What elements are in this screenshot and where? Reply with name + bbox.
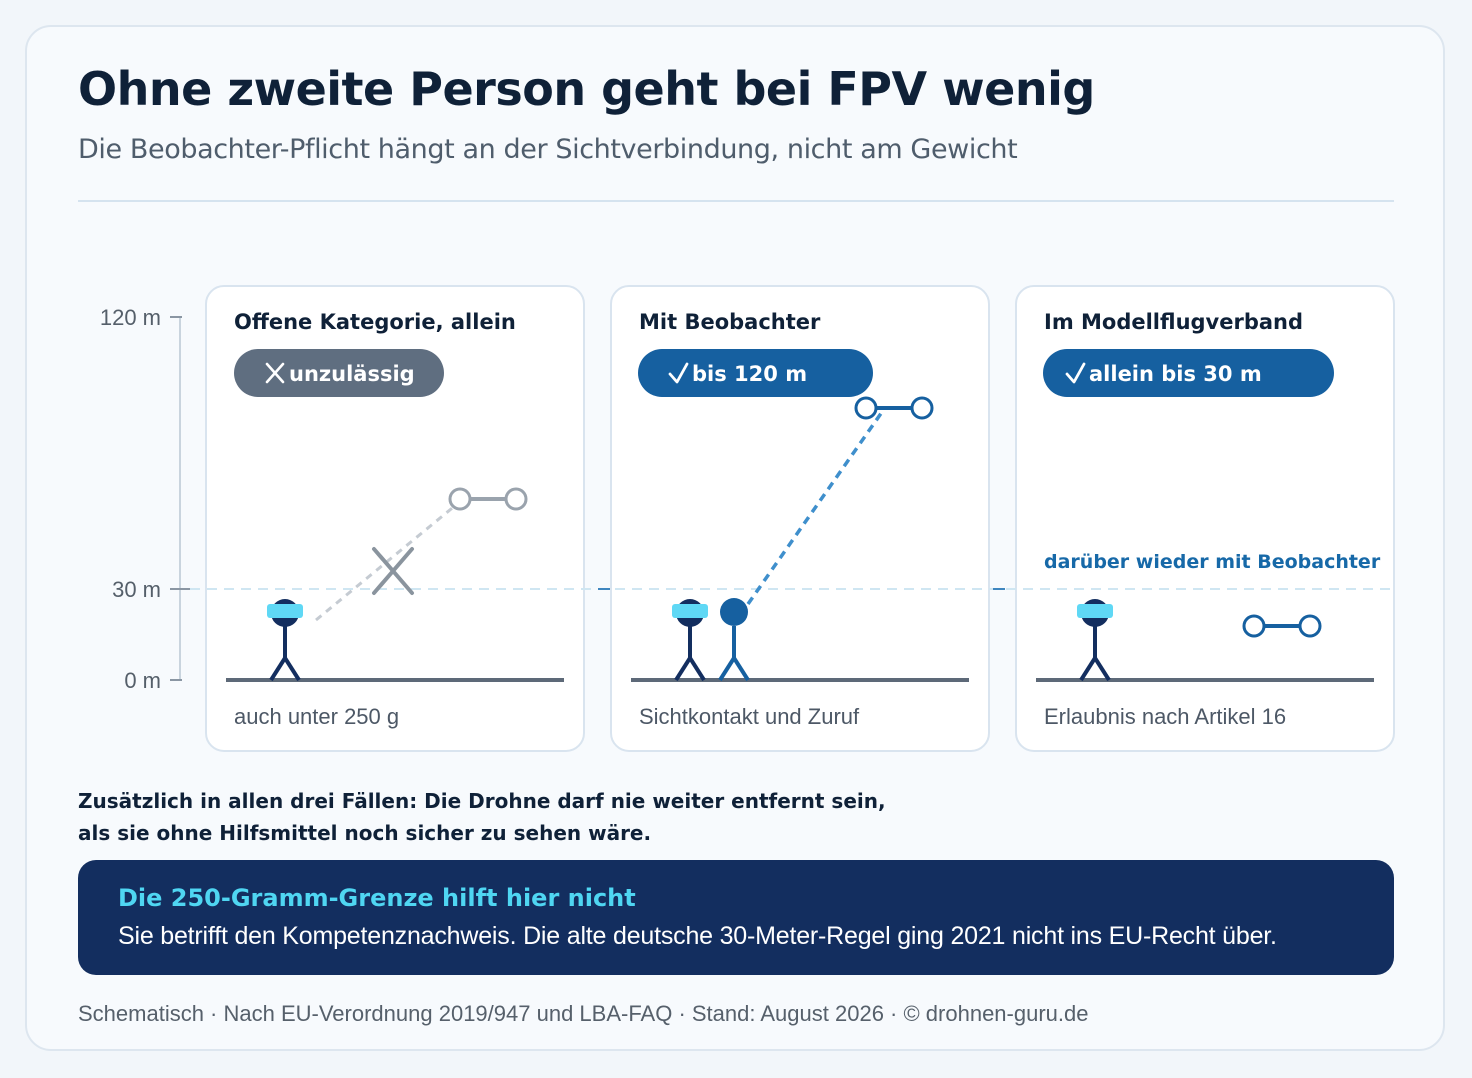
check-icon (668, 362, 689, 384)
page-title: Ohne zweite Person geht bei FPV wenig (78, 62, 1095, 116)
observer-figure (718, 598, 750, 682)
panel-club-box (1015, 285, 1395, 752)
header-divider (78, 200, 1394, 202)
note-line: Zusätzlich in allen drei Fällen: Die Dro… (78, 789, 886, 813)
status-badge (1043, 349, 1334, 397)
panel-observer: Mit Beobachter bis 120 m Sichtkontakt un… (631, 310, 969, 729)
cross-icon (265, 362, 285, 384)
panel-caption: Sichtkontakt und Zuruf (639, 704, 860, 729)
page-subtitle: Die Beobachter-Pflicht hängt an der Sich… (78, 134, 1018, 165)
banner-title: Die 250-Gramm-Grenze hilft hier nicht (118, 884, 636, 912)
blocked-x-icon (372, 547, 414, 595)
note-line: als sie ohne Hilfsmittel noch sicher zu … (78, 821, 652, 845)
status-badge-label: unzulässig (289, 362, 415, 386)
fpv-goggles-icon (1077, 604, 1113, 618)
panel-caption: auch unter 250 g (234, 704, 399, 729)
scale-label-30: 30 m (112, 577, 161, 602)
sight-line-blocked (315, 498, 463, 622)
drone-icon (1242, 614, 1322, 638)
scale-label-120: 120 m (100, 305, 161, 330)
drone-icon (854, 396, 934, 420)
status-badge (638, 349, 873, 397)
panel-alone-box (205, 285, 585, 752)
fpv-goggles-icon (672, 604, 708, 618)
panel-caption: Erlaubnis nach Artikel 16 (1044, 704, 1286, 729)
status-badge-label: allein bis 30 m (1089, 362, 1262, 386)
altitude-scale: 120 m 30 m 0 m (100, 305, 190, 693)
panel-club: Im Modellflugverband allein bis 30 m dar… (1036, 310, 1381, 729)
sight-line (746, 410, 884, 606)
above-limit-note: darüber wieder mit Beobachter (1044, 551, 1381, 573)
panel-title: Im Modellflugverband (1044, 310, 1303, 334)
pilot-figure (1077, 599, 1113, 682)
source-footer: Schematisch · Nach EU-Verordnung 2019/94… (78, 1001, 1089, 1026)
fpv-goggles-icon (267, 604, 303, 618)
panel-title: Offene Kategorie, allein (234, 310, 516, 334)
status-badge (234, 349, 444, 397)
info-banner: Die 250-Gramm-Grenze hilft hier nicht Si… (78, 860, 1394, 975)
scale-label-0: 0 m (124, 668, 161, 693)
drone-icon (448, 487, 528, 511)
panel-title: Mit Beobachter (639, 310, 821, 334)
status-badge-label: bis 120 m (692, 362, 807, 386)
pilot-figure (672, 599, 708, 682)
check-icon (1065, 362, 1086, 384)
panel-alone: Offene Kategorie, allein unzulässig auch… (226, 310, 564, 729)
banner-text: Sie betrifft den Kompetenznachweis. Die … (118, 922, 1277, 950)
panel-observer-box (610, 285, 990, 752)
pilot-figure (267, 599, 303, 682)
general-rule-note: Zusätzlich in allen drei Fällen: Die Dro… (78, 785, 978, 849)
